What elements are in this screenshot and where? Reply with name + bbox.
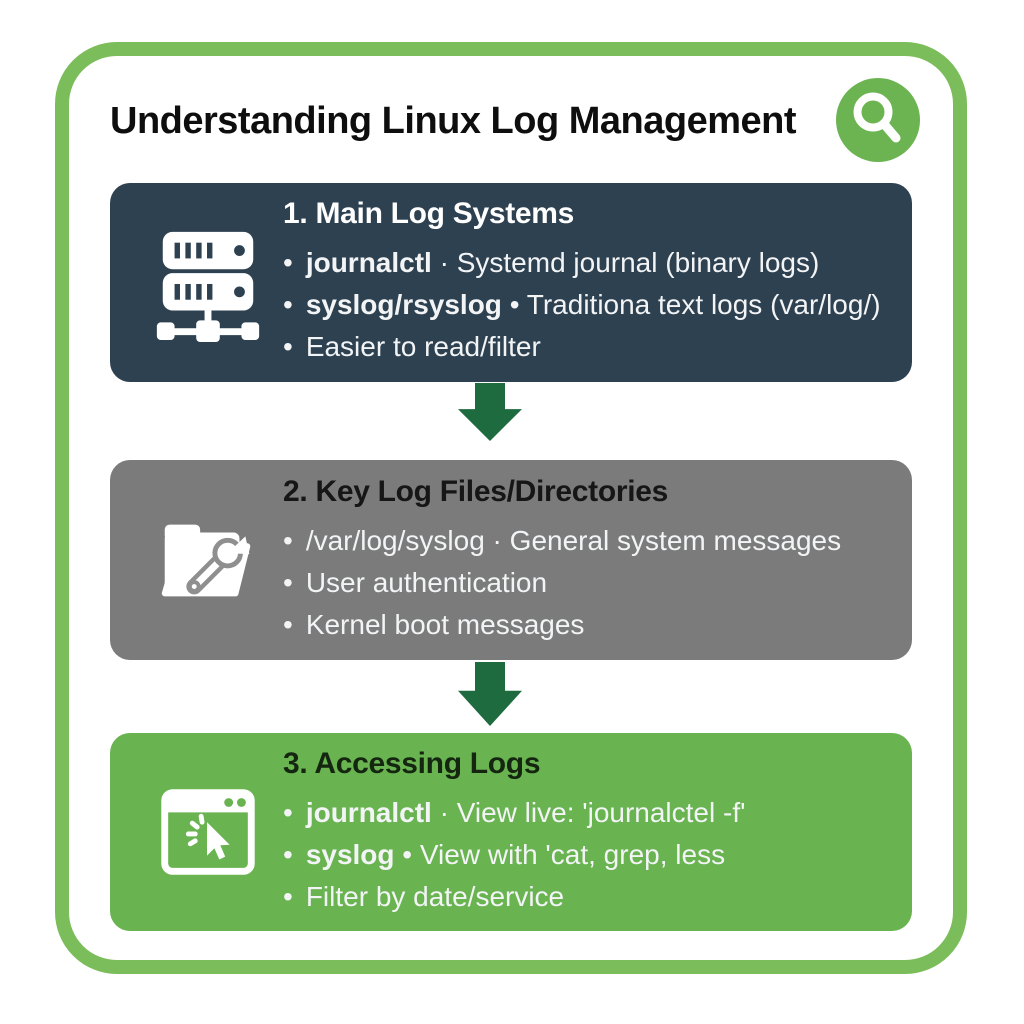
page-title: Understanding Linux Log Management	[110, 100, 797, 142]
bullet-line: syslog • View with 'cat, grep, less	[306, 834, 725, 876]
bullet-line: journalctl · View live: 'journalctel -f'	[306, 792, 746, 834]
bullet-separator: ·	[439, 796, 449, 828]
bullet-text: Filter by date/service	[305, 880, 565, 912]
bullet-line: Easier to read/filter	[306, 326, 541, 368]
bullet-line: User authentication	[306, 562, 547, 604]
bullet-marker: •	[283, 880, 293, 912]
bullet-item: • Easier to read/filter	[283, 326, 906, 368]
search-icon	[836, 78, 920, 162]
bullet-term: journalctl	[305, 796, 432, 828]
bullet-marker: •	[283, 608, 293, 640]
bullet-separator: •	[509, 289, 520, 320]
bullet-term: syslog	[305, 838, 395, 870]
bullet-item: • /var/log/syslog · General system messa…	[283, 520, 906, 562]
bullet-item: • syslog • View with 'cat, grep, less	[283, 834, 906, 876]
bullet-marker: •	[283, 566, 293, 598]
bullet-item: • journalctl · View live: 'journalctel -…	[283, 792, 906, 834]
bullet-text: /var/log/syslog · General system message…	[305, 524, 842, 556]
section-heading: 1. Main Log Systems	[283, 197, 575, 230]
section-key-log-files: 2. Key Log Files/Directories • /var/log/…	[110, 460, 912, 660]
bullet-separator: ·	[439, 247, 449, 278]
bullet-marker: •	[283, 331, 293, 362]
down-arrow-icon	[457, 383, 523, 441]
bullet-marker: •	[283, 796, 293, 828]
section-main-log-systems: 1. Main Log Systems • journalctl · Syste…	[110, 183, 912, 382]
bullet-text: Kernel boot messages	[305, 608, 585, 640]
bullet-text: Traditiona text logs (var/log/)	[526, 289, 881, 320]
bullet-line: /var/log/syslog · General system message…	[306, 520, 841, 562]
window-cursor-icon	[138, 773, 278, 891]
bullet-marker: •	[283, 247, 293, 278]
bullet-line: journalctl · Systemd journal (binary log…	[306, 242, 820, 284]
bullet-text: View with 'cat, grep, less	[419, 838, 726, 870]
section-heading: 3. Accessing Logs	[283, 746, 541, 780]
bullet-separator: •	[402, 838, 413, 870]
bullet-text: Systemd journal (binary logs)	[456, 247, 820, 278]
bullet-marker: •	[283, 524, 293, 556]
bullet-text: Easier to read/filter	[305, 331, 541, 362]
bullet-line: Kernel boot messages	[306, 604, 585, 646]
bullet-item: • syslog/rsyslog • Traditiona text logs …	[283, 284, 906, 326]
bullet-marker: •	[283, 838, 293, 870]
bullet-item: • journalctl · Systemd journal (binary l…	[283, 242, 906, 284]
bullet-text: View live: 'journalctel -f'	[456, 796, 746, 828]
bullet-line: Filter by date/service	[306, 876, 564, 918]
down-arrow-icon	[457, 662, 523, 726]
bullet-item: • Kernel boot messages	[283, 604, 906, 646]
bullet-term: journalctl	[305, 247, 432, 278]
bullet-marker: •	[283, 289, 293, 320]
section-accessing-logs: 3. Accessing Logs • journalctl · View li…	[110, 733, 912, 931]
bullet-item: • Filter by date/service	[283, 876, 906, 918]
bullet-line: syslog/rsyslog • Traditiona text logs (v…	[306, 284, 881, 326]
server-network-icon	[138, 224, 278, 342]
section-heading: 2. Key Log Files/Directories	[283, 474, 669, 508]
bullet-item: • User authentication	[283, 562, 906, 604]
folder-wrench-icon	[138, 501, 278, 619]
bullet-text: User authentication	[305, 566, 548, 598]
magnifier-glyph	[853, 92, 901, 143]
bullet-term: syslog/rsyslog	[305, 289, 502, 320]
